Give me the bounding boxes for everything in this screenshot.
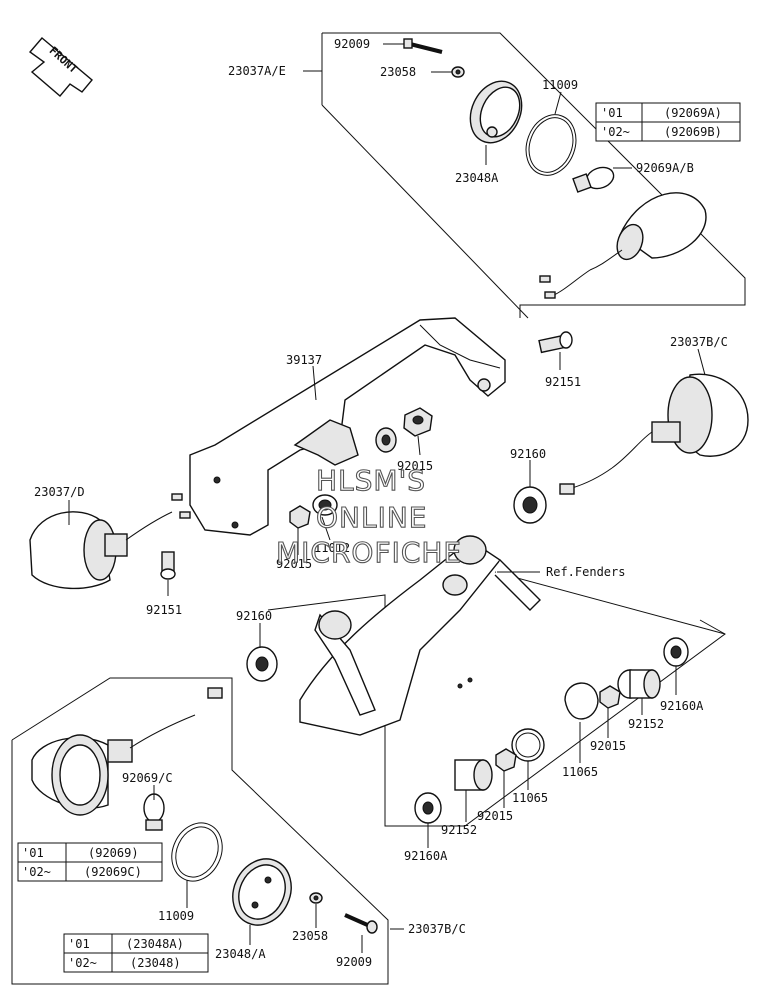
table-bulb-bottom: '01 (92069) '02~ (92069C): [17, 842, 163, 882]
nut-92015-lower: [495, 748, 517, 772]
collar-92152-right: [617, 669, 661, 699]
turn-signal-23037D-left: [29, 493, 191, 590]
label-92152-lower: 92152: [441, 823, 477, 837]
mounting-arm-bracket: [299, 535, 541, 736]
nut-92015-left: [289, 505, 311, 529]
grommet-92160A-lower: [414, 792, 442, 824]
watermark-line-1: HLSM'S: [316, 464, 426, 497]
label-23037AE: 23037A/E: [228, 64, 286, 78]
front-arrow-icon: FRONT: [28, 37, 93, 97]
label-11065-right: 11065: [562, 765, 598, 779]
table-bulb-top-year-2: '02~: [601, 125, 630, 139]
label-92160A-lower: 92160A: [404, 849, 448, 863]
turn-signal-housing-top: [539, 192, 707, 299]
label-23058-top: 23058: [380, 65, 416, 79]
label-92009-bottom: 92009: [336, 955, 372, 969]
turn-signal-housing-bottom: [31, 687, 223, 816]
label-11065-lower: 11065: [512, 791, 548, 805]
gasket-ring-11009-top: [525, 114, 577, 176]
table-bulb-top: '01 (92069A) '02~ (92069B): [595, 102, 741, 142]
label-92009-top: 92009: [334, 37, 370, 51]
label-23037BC-top: 23037B/C: [670, 335, 728, 349]
group-outline-top: [321, 32, 746, 319]
watermark: HLSM'S ONLINE MICROFICHE: [275, 463, 462, 569]
label-23058-bottom: 23058: [292, 929, 328, 943]
screw-92009-top: [403, 38, 443, 54]
bulb-92069AB-top: [572, 166, 615, 193]
grommet-92160-left-small: [246, 646, 278, 682]
label-92069C: 92069/C: [122, 771, 173, 785]
lens-cover-23048A: [469, 80, 523, 144]
label-ref-fenders: Ref.Fenders: [546, 565, 625, 579]
bolt-92151-top: [538, 331, 573, 354]
table-bulb-top-part-2: (92069B): [664, 125, 722, 139]
bolt-92151-left: [160, 551, 176, 580]
group-outline-bracket: [267, 571, 726, 827]
cap-11065-right: [564, 682, 599, 720]
table-lens-bottom-part-2: (23048): [130, 956, 181, 970]
label-92015-upper: 92015: [397, 459, 433, 473]
turn-signal-23037BC-right: [559, 373, 749, 495]
cap-11065-lower: [511, 728, 545, 762]
table-bulb-bottom-part-2: (92069C): [84, 865, 142, 879]
label-92160-left: 92160: [236, 609, 272, 623]
label-11009-top: 11009: [542, 78, 578, 92]
leader-lines: [68, 43, 706, 953]
table-lens-bottom-year-2: '02~: [68, 956, 97, 970]
label-11009-bottom: 11009: [158, 909, 194, 923]
label-92160A-right: 92160A: [660, 699, 704, 713]
table-lens-bottom: '01 (23048A) '02~ (23048): [63, 933, 209, 973]
table-bulb-top-part-1: (92069A): [664, 106, 722, 120]
label-11012: 11012: [314, 541, 350, 555]
grommet-92160-middle: [513, 486, 547, 524]
nut-92015-upper: [403, 407, 433, 437]
label-92069AB: 92069A/B: [636, 161, 694, 175]
screw-92009-bottom: [344, 913, 378, 934]
collar-92152-lower: [454, 759, 493, 791]
collar-bushing: [375, 427, 397, 453]
group-outline-bottom: [11, 677, 389, 985]
watermark-line-3: MICROFICHE: [276, 536, 462, 569]
watermark-line-2: ONLINE: [316, 501, 427, 534]
label-23048A-bottom: 23048/A: [215, 947, 266, 961]
label-23037BC-bottom: 23037B/C: [408, 922, 466, 936]
bulb-92069C-bottom: [143, 793, 165, 831]
table-bulb-top-year-1: '01: [601, 106, 623, 120]
nut-92015-right: [599, 685, 621, 709]
label-92015-right: 92015: [590, 739, 626, 753]
lens-cover-23048A-bottom: [232, 858, 292, 926]
label-92015-left: 92015: [276, 557, 312, 571]
table-lens-bottom-part-1: (23048A): [126, 937, 184, 951]
label-92015-lower: 92015: [477, 809, 513, 823]
gasket-ring-11009-bottom: [171, 822, 223, 882]
grommet-92160A-right: [663, 637, 689, 667]
table-lens-bottom-year-1: '01: [68, 937, 90, 951]
bracket-39137: [189, 317, 506, 536]
label-23037D: 23037/D: [34, 485, 85, 499]
part-labels: 92009 23037A/E 23058 11009 23048A 92069A…: [34, 37, 728, 969]
table-bulb-bottom-year-2: '02~: [22, 865, 51, 879]
label-39137: 39137: [286, 353, 322, 367]
table-bulb-bottom-year-1: '01: [22, 846, 44, 860]
label-23048A: 23048A: [455, 171, 499, 185]
label-92160-middle: 92160: [510, 447, 546, 461]
nut-23058-top: [451, 66, 465, 78]
grommet-11012: [312, 494, 338, 516]
label-92152-right: 92152: [628, 717, 664, 731]
table-bulb-bottom-part-1: (92069): [88, 846, 139, 860]
label-92151-top: 92151: [545, 375, 581, 389]
label-92151-left: 92151: [146, 603, 182, 617]
nut-23058-bottom: [309, 892, 323, 904]
